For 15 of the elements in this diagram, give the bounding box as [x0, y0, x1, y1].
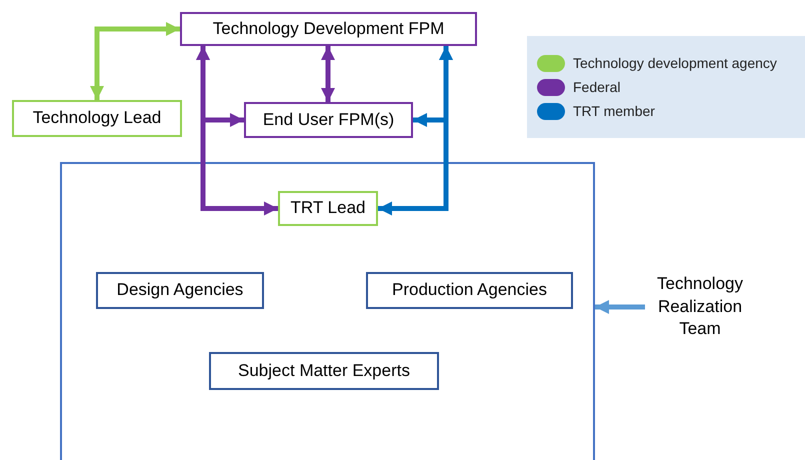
role-box: Design Agencies [96, 272, 264, 309]
role-box: TRT Lead [278, 191, 378, 226]
team-boundary-box [60, 162, 595, 460]
arrow [595, 300, 645, 314]
double-arrow [90, 22, 180, 100]
legend-label: Technology development agency [573, 54, 777, 73]
legend-label: Federal [573, 78, 620, 96]
team-label: Technology Realization Team [645, 268, 755, 346]
role-box: Technology Development FPM [180, 12, 477, 46]
role-box: Production Agencies [366, 272, 573, 309]
role-box: Technology Lead [12, 100, 182, 137]
role-box: Subject Matter Experts [209, 352, 439, 390]
double-arrow [321, 46, 335, 102]
role-box: End User FPM(s) [244, 102, 413, 138]
legend-label: TRT member [573, 102, 655, 120]
